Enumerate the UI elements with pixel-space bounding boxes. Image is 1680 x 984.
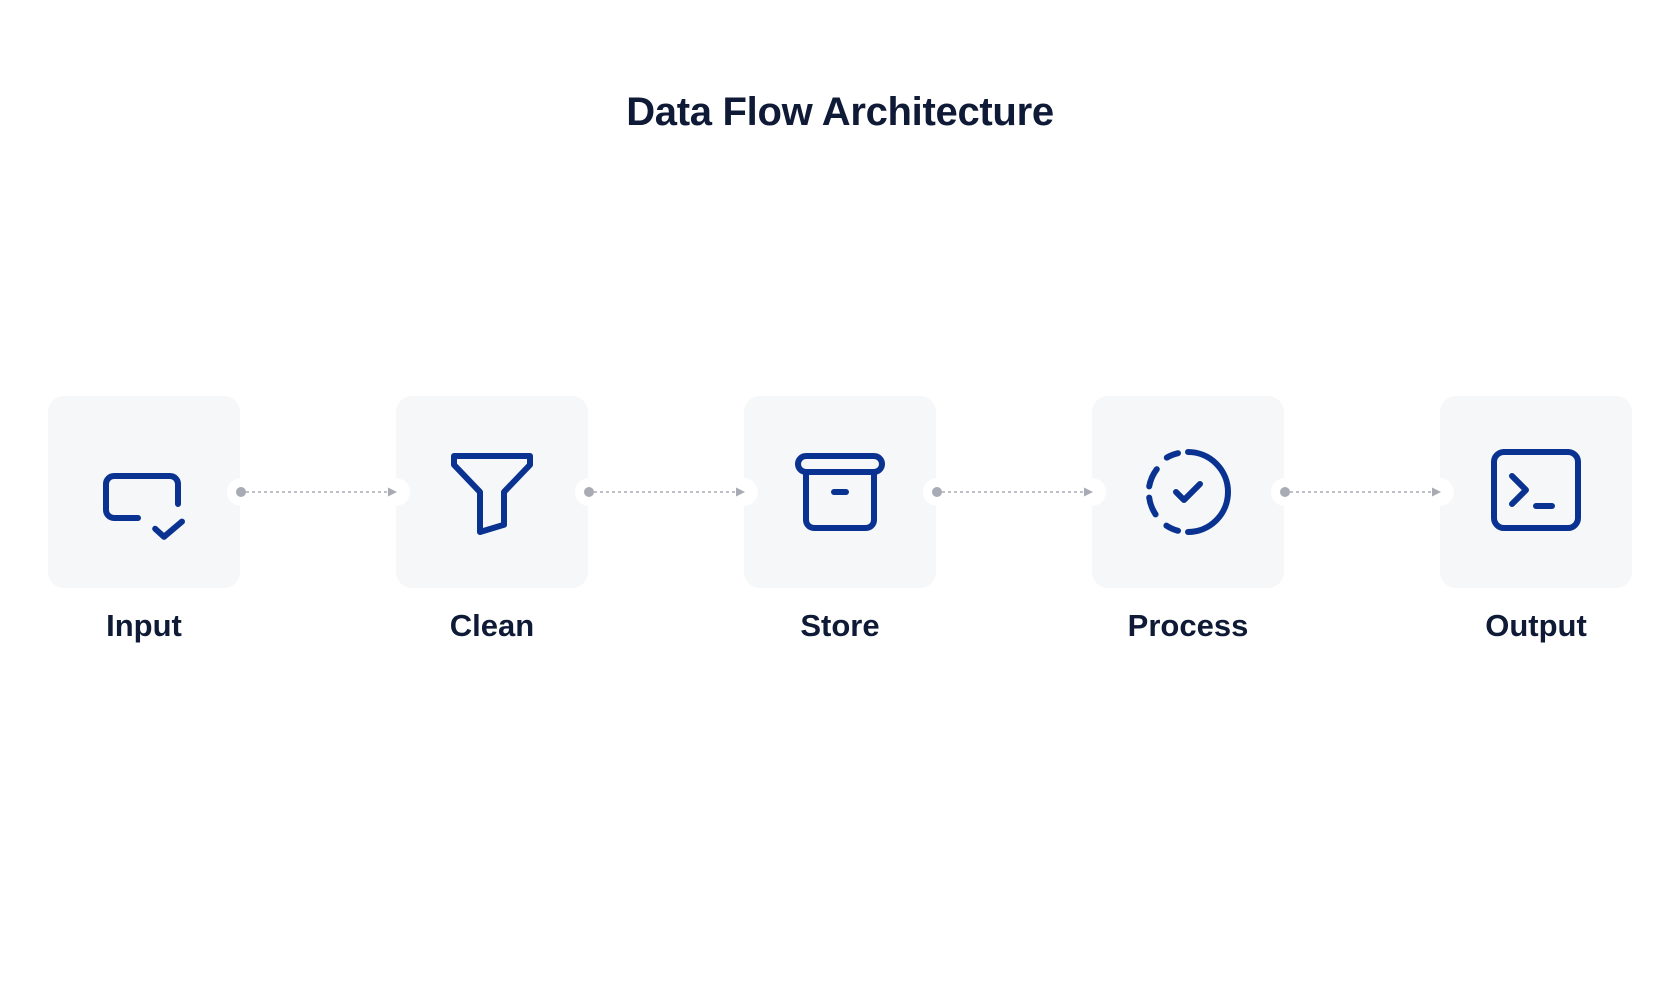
circle-dashed-check-icon bbox=[1146, 449, 1231, 535]
diagram-title: Data Flow Architecture bbox=[626, 90, 1054, 134]
node-label: Store bbox=[800, 608, 880, 643]
arrowhead-icon bbox=[1084, 487, 1093, 497]
connector-store-process bbox=[922, 474, 1106, 510]
connector-clean-store bbox=[574, 474, 758, 510]
node-input[interactable]: Input bbox=[48, 396, 240, 643]
node-card[interactable] bbox=[744, 396, 936, 588]
connector-start-dot bbox=[584, 487, 594, 497]
node-card[interactable] bbox=[1440, 396, 1632, 588]
dotted-arrow-connector bbox=[575, 478, 758, 506]
node-card[interactable] bbox=[396, 396, 588, 588]
connector-start-dot bbox=[1280, 487, 1290, 497]
node-store[interactable]: Store bbox=[744, 396, 936, 643]
archive-box-icon bbox=[795, 453, 885, 531]
connector-input-clean bbox=[226, 474, 410, 510]
connector-process-output bbox=[1270, 474, 1454, 510]
dotted-arrow-connector bbox=[1271, 478, 1454, 506]
node-label: Clean bbox=[449, 608, 535, 643]
node-label: Process bbox=[1127, 608, 1249, 643]
node-label: Output bbox=[1485, 608, 1587, 643]
node-card[interactable] bbox=[1092, 396, 1284, 588]
node-clean[interactable]: Clean bbox=[396, 396, 588, 643]
dotted-arrow-connector bbox=[923, 478, 1106, 506]
node-label: Input bbox=[106, 608, 182, 643]
arrowhead-icon bbox=[736, 487, 745, 497]
input-check-icon bbox=[103, 473, 185, 540]
dotted-arrow-connector bbox=[227, 478, 410, 506]
connector-start-dot bbox=[236, 487, 246, 497]
arrowhead-icon bbox=[1432, 487, 1441, 497]
node-process[interactable]: Process bbox=[1092, 396, 1284, 643]
terminal-icon bbox=[1491, 449, 1581, 531]
arrowhead-icon bbox=[388, 487, 397, 497]
funnel-icon bbox=[451, 453, 533, 535]
node-card[interactable] bbox=[48, 396, 240, 588]
connector-start-dot bbox=[932, 487, 942, 497]
node-output[interactable]: Output bbox=[1440, 396, 1632, 643]
